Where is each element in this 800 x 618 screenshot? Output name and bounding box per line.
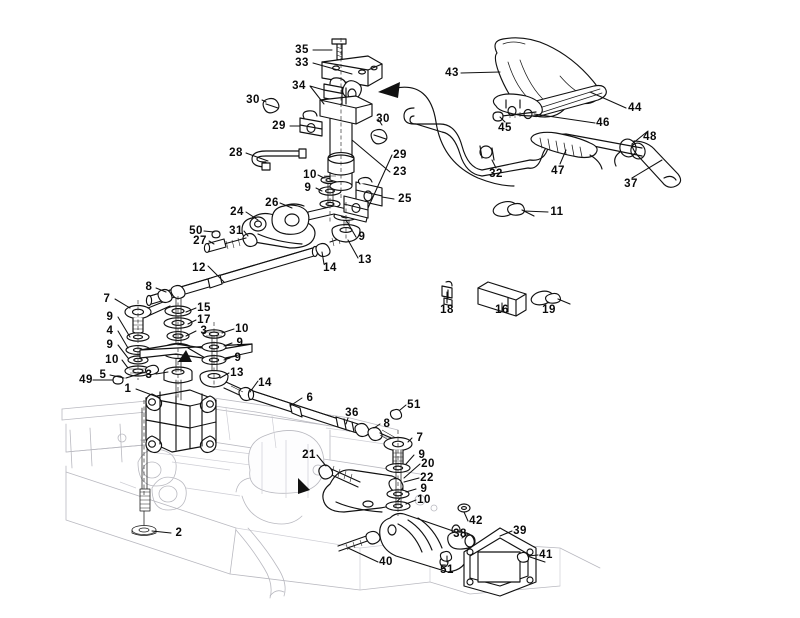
assembly-axis-lines	[137, 38, 399, 516]
part-support-tube-38	[379, 503, 476, 573]
leader-lines	[92, 49, 663, 563]
callout-number-16-rubber-block: 16	[495, 304, 509, 316]
callout-number-20-idler-arm: 20	[421, 458, 435, 470]
callout-number-17-sleeve: 17	[197, 314, 211, 326]
part-grease-bolt-21	[318, 464, 361, 488]
callout-number-36-adjuster-sleeve: 36	[345, 407, 359, 419]
part-cross-shaft-plate	[139, 343, 253, 363]
callout-number-8-jam-nut: 8	[146, 281, 153, 293]
callout-number-7-steering-arm-pivot: 7	[104, 293, 111, 305]
part-stopper-bolt-40	[337, 530, 381, 552]
callout-number-44-throttle-lever-grip: 44	[628, 102, 642, 114]
callout-number-3-bearing: 3	[201, 325, 208, 337]
callout-number-47-heater-element: 47	[551, 165, 565, 177]
callout-number-9-flat-washer: 9	[419, 449, 426, 461]
callout-number-43-handlebar-pad: 43	[445, 67, 459, 79]
callout-number-9-flat-washer: 9	[107, 339, 114, 351]
part-steering-arm-24-26	[203, 203, 316, 253]
part-handgrip-37-48	[614, 138, 682, 188]
callout-number-30-lock-nut: 30	[246, 94, 260, 106]
callout-number-2-steering-post-bolt: 2	[176, 527, 183, 539]
callout-number-40-stopper-bolt: 40	[379, 556, 393, 568]
part-bracket-39	[463, 527, 546, 597]
callout-number-31-spacer-sleeve: 31	[229, 225, 243, 237]
callout-number-26-steering-arm-bracket: 26	[265, 197, 279, 209]
callout-number-3-bearing: 3	[146, 369, 153, 381]
callout-number-27-hex-bolt: 27	[193, 235, 207, 247]
part-heater-element-47	[530, 131, 603, 170]
callout-number-10-washer: 10	[303, 169, 317, 181]
part-brake-hose-strap-28	[251, 148, 307, 171]
callout-number-42-washer: 42	[469, 515, 483, 527]
callout-number-10-washer: 10	[417, 494, 431, 506]
callout-number-8-jam-nut: 8	[384, 418, 391, 430]
callout-number-32-handlebar: 32	[489, 168, 503, 180]
callout-number-24-steering-arm: 24	[230, 206, 244, 218]
part-left-pivot-stack	[124, 299, 171, 377]
callout-number-30-lock-nut: 30	[376, 113, 390, 125]
callout-number-10-washer: 10	[105, 354, 119, 366]
part-steering-post-bolt	[131, 407, 157, 536]
callout-number-23-steering-column: 23	[393, 166, 407, 178]
callout-number-12-tie-rod: 12	[192, 262, 206, 274]
part-drag-link	[247, 388, 399, 444]
callout-number-50-locking-nut: 50	[189, 225, 203, 237]
part-tie-rod	[145, 233, 349, 307]
callout-number-19-cable-tie-small: 19	[542, 304, 556, 316]
callout-number-35-flange-bolt: 35	[295, 44, 309, 56]
callout-number-46-lever-mount: 46	[596, 117, 610, 129]
assembly-direction-arrows	[178, 82, 515, 494]
callout-number-9-flat-washer: 9	[421, 483, 428, 495]
callout-number-13-ball-joint: 13	[230, 367, 244, 379]
callout-number-33-upper-steering-plate: 33	[295, 57, 309, 69]
callout-number-9-flat-washer: 9	[359, 231, 366, 243]
callout-number-25-column-support-clamp: 25	[398, 193, 412, 205]
callout-number-51-nut: 51	[440, 564, 454, 576]
callout-number-29-cable-guide-clamp: 29	[272, 120, 286, 132]
callout-number-21-grease-fitting-bolt: 21	[302, 449, 316, 461]
part-right-washer-stack	[199, 329, 254, 402]
callout-number-13-ball-joint: 13	[358, 254, 372, 266]
part-lever-grip-44	[492, 84, 607, 122]
part-lower-bearing-stack	[163, 366, 193, 401]
callout-number-41-bolt: 41	[539, 549, 553, 561]
callout-number-22-bushing: 22	[420, 472, 434, 484]
callout-number-39-bracket-support: 39	[513, 525, 527, 537]
part-steering-housing	[145, 389, 217, 454]
callout-number-38-support-tube: 38	[453, 528, 467, 540]
callout-number-10-washer: 10	[235, 323, 249, 335]
callout-number-9-flat-washer: 9	[237, 337, 244, 349]
callout-number-37-handgrip: 37	[624, 178, 638, 190]
callout-number-28-brake-hose-strap: 28	[229, 147, 243, 159]
part-top-plate-clamps	[319, 38, 383, 125]
callout-number-15-bushing: 15	[197, 302, 211, 314]
callout-number-4-spring-washer: 4	[107, 325, 114, 337]
callout-number-6-drag-link: 6	[307, 392, 314, 404]
callout-number-1-steering-housing: 1	[125, 383, 132, 395]
callout-number-14-jam-nut: 14	[323, 262, 337, 274]
callout-number-29-cable-guide-clamp: 29	[393, 149, 407, 161]
callout-number-7-steering-arm-pivot: 7	[417, 432, 424, 444]
callout-number-51-nut: 51	[407, 399, 421, 411]
callout-number-5-grease-fitting: 5	[100, 369, 107, 381]
callout-number-18-cable-clip: 18	[440, 304, 454, 316]
callout-number-49-nut: 49	[79, 374, 93, 386]
ghost-chassis-group	[61, 395, 601, 599]
callout-number-9-flat-washer: 9	[305, 182, 312, 194]
callout-number-9-flat-washer: 9	[235, 352, 242, 364]
callout-number-9-flat-washer: 9	[107, 311, 114, 323]
part-cable-guide-clamps	[262, 97, 388, 219]
callout-number-45-pad-screw: 45	[498, 122, 512, 134]
callout-number-34-handlebar-clamp-block: 34	[292, 80, 306, 92]
callout-number-14-jam-nut: 14	[258, 377, 272, 389]
callout-number-11-cable-tie: 11	[550, 206, 563, 218]
callout-number-48-clamp-ring: 48	[643, 131, 657, 143]
